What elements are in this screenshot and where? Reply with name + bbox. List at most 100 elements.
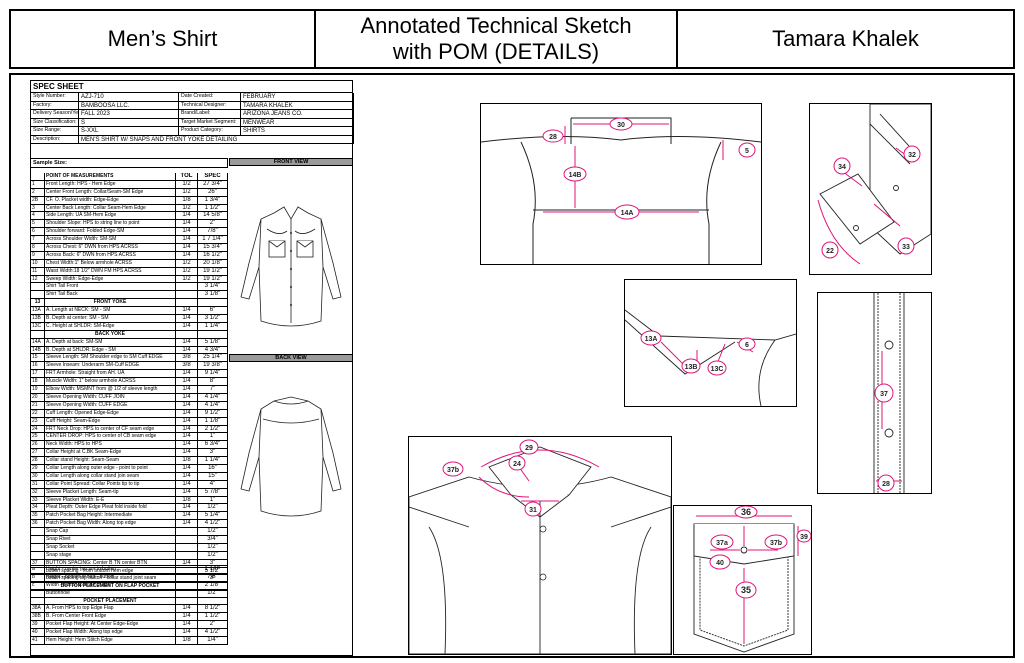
callout-39: 39 (800, 534, 808, 541)
pom-tol: 1/4 (176, 228, 198, 236)
detail-pocket: 36 37a 37b 39 40 35 (673, 505, 812, 655)
meta-value: FEBRUARY (241, 93, 354, 102)
pom-code: 40 (31, 629, 45, 637)
pom-code: 4 (31, 212, 45, 220)
pom-tol: 1/4 (176, 629, 198, 637)
pom-tol (176, 291, 198, 299)
pom-tol: 1/4 (176, 393, 198, 401)
pom-tol: 3/8 (176, 362, 198, 370)
pom-tol: 1/4 (176, 520, 198, 528)
detail-button-placket: 37 28 (817, 292, 932, 494)
pom-desc: Muscle Width: 1" below armhole ACRSS (45, 378, 176, 386)
callout-37a: 37a (716, 540, 728, 547)
pom-code: 19 (31, 386, 45, 393)
meta-value: BAMBOOSA LLC. (79, 101, 179, 110)
pom-code: 2 (31, 188, 45, 196)
pom-desc: A. Length at NECK: SM - SM (45, 307, 176, 315)
meta-value: TAMARA KHALEK (241, 101, 354, 110)
pom-tol: 1/2 (176, 180, 198, 188)
pom-code: 27 (31, 449, 45, 457)
pom-spec: 1/2" (198, 589, 228, 597)
pom-spec: 1/2" (198, 504, 228, 512)
pom-tol: 1/2 (176, 204, 198, 212)
pom-tol: 1/2 (176, 275, 198, 283)
callout-40: 40 (716, 560, 724, 567)
pom-code (31, 330, 45, 338)
callout-33: 33 (902, 244, 910, 251)
pom-desc: FRT Neck Drop: HPS to center of CF seam … (45, 425, 176, 433)
pom-desc: B. Depth at center: SM - SM (45, 315, 176, 322)
pom-code: 33 (31, 496, 45, 504)
pom-spec: 3 1/2" (198, 315, 228, 322)
pom-code: 2B (31, 196, 45, 204)
meta-label: Product Category: (179, 127, 241, 136)
pom-spec (198, 330, 228, 338)
pom-spec: 1" (198, 433, 228, 441)
pom-spec: 3/4" (198, 535, 228, 543)
garment-title: Men’s Shirt (11, 11, 316, 67)
detail-back-yoke: 30 28 14B 14A 5 (480, 103, 762, 265)
pom-spec: 1 1/4" (198, 457, 228, 464)
pom-code: 34 (31, 504, 45, 512)
pom-desc: Sleeve Length: SM Shoulder edge to SM Cu… (45, 354, 176, 362)
pom-code (31, 543, 45, 551)
pom-tol (176, 581, 198, 589)
pom-tol: 1/4 (176, 220, 198, 228)
pom-desc: Buttonhole (45, 589, 176, 597)
pom-spec: 8" (198, 378, 228, 386)
pom-code: 20 (31, 393, 45, 401)
pom-desc: Across Back: 6" DWN from HPS ACRSS (45, 251, 176, 259)
designer-name: Tamara Khalek (772, 26, 919, 51)
pom-code: 26 (31, 441, 45, 449)
pom-desc: Shirt Tail Back (45, 291, 176, 299)
callout-35: 35 (741, 585, 751, 595)
pom-code: 12 (31, 275, 45, 283)
pom-desc: Snap Rivet (45, 535, 176, 543)
pom-code: 22 (31, 409, 45, 417)
pom-spec: 4 1/4" (198, 393, 228, 401)
pom-code: 18 (31, 378, 45, 386)
pom-spec: 9 1/2" (198, 409, 228, 417)
pom-desc: Collar Length along collar stand join se… (45, 472, 176, 480)
pom-tol (176, 573, 198, 581)
callout-5: 5 (745, 148, 749, 155)
pom-desc: Snap Cap (45, 528, 176, 535)
pom-code: 14B (31, 346, 45, 354)
pom-spec: 15 3/4" (198, 244, 228, 251)
pom-code: 8 (31, 244, 45, 251)
table-row: POCKET PLACEMENT (31, 597, 228, 606)
pom-spec: 2" (198, 220, 228, 228)
pom-tol: 1/4 (176, 322, 198, 330)
pom-desc: Sweep Width: Edge-Edge (45, 275, 176, 283)
meta-label: Size Range: (31, 127, 79, 136)
pom-desc: Center Front Length: Collar/Seam-SM Edge (45, 188, 176, 196)
pom-desc: Pocket Flap Height: At Center Edge-Edge (45, 621, 176, 629)
callout-32: 32 (908, 152, 916, 159)
pom-desc: Patch Pocket Bag Height: Intermediate (45, 512, 176, 520)
meta-label: Description: (31, 135, 79, 144)
pom-code: 7 (31, 236, 45, 244)
meta-label: Target Market Segment: (179, 118, 241, 127)
meta-label: Brand/Label: (179, 110, 241, 119)
pom-spec: 4" (198, 480, 228, 488)
pom-desc: B. From Center Front Edge (45, 613, 176, 621)
pom-code: 11 (31, 267, 45, 275)
pom-desc: Center Back Length: Collar Seam-Hem Edge (45, 204, 176, 212)
pom-spec: 15" (198, 472, 228, 480)
pom-tol: 1/4 (176, 378, 198, 386)
pom-tol (176, 566, 198, 573)
pom-code: 21 (31, 401, 45, 409)
pom-spec: 1 1/4" (198, 322, 228, 330)
